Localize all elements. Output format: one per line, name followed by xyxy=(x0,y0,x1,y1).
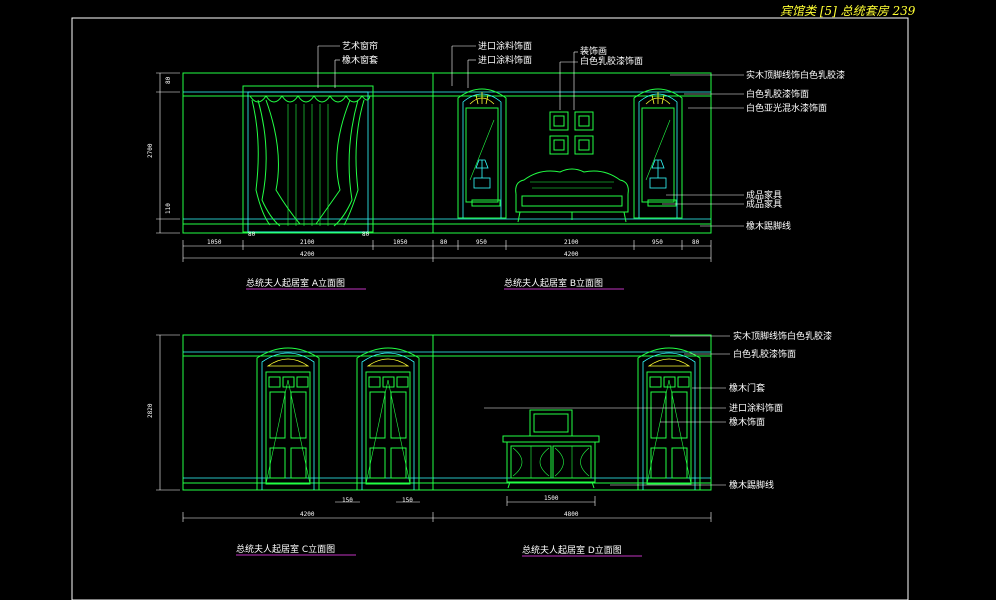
elevation-d: 1500 4800 实木顶脚线饰白色乳胶漆 白色乳胶漆饰面 橡木门套 进口涂料饰… xyxy=(432,330,832,557)
title-elevation-c: 总统夫人起居室 C立面图 xyxy=(236,543,335,555)
dim-a-height: 2700 xyxy=(147,143,154,158)
dim-b-w2: 950 xyxy=(476,239,487,246)
dim-b-total: 4200 xyxy=(564,251,579,258)
elevation-b: 80 950 2100 950 80 4200 进口涂料饰面 进口涂料饰面 装饰… xyxy=(432,40,845,290)
label-door-frame: 橡木门套 xyxy=(729,382,765,394)
drawing-frame xyxy=(71,17,909,600)
label-art-curtain: 艺术窗帘 xyxy=(342,40,378,52)
label-white-latex-d: 白色乳胶漆饰面 xyxy=(733,348,796,360)
dim-b-w4: 950 xyxy=(652,239,663,246)
label-white-gloss: 白色亚光混水漆饰面 xyxy=(746,102,827,114)
label-baseboard-d: 橡木踢脚线 xyxy=(729,479,774,491)
dim-d-total: 4800 xyxy=(564,511,579,518)
dim-a-w1: 1050 xyxy=(207,239,222,246)
dim-a-w4: 80 xyxy=(248,231,256,238)
dim-c-door2: 150 xyxy=(402,497,413,504)
title-elevation-a: 总统夫人起居室 A立面图 xyxy=(246,277,345,289)
dim-a-base: 110 xyxy=(165,203,172,214)
title-elevation-b: 总统夫人起居室 B立面图 xyxy=(504,277,603,289)
label-top-molding-b: 实木顶脚线饰白色乳胶漆 xyxy=(746,69,845,81)
label-white-latex-b: 白色乳胶漆饰面 xyxy=(746,88,809,100)
label-decoration: 装饰画 xyxy=(580,45,607,57)
dim-b-w3: 2100 xyxy=(564,239,579,246)
label-furniture-2: 成品家具 xyxy=(746,198,782,210)
dim-c-height: 2820 xyxy=(147,403,154,418)
dim-a-total: 4200 xyxy=(300,251,315,258)
label-wood-curtain-box: 橡木窗套 xyxy=(342,54,378,66)
label-imported-paint-d: 进口涂料饰面 xyxy=(729,402,783,414)
dim-a-w2: 2100 xyxy=(300,239,315,246)
label-white-latex: 白色乳胶漆饰面 xyxy=(580,55,643,67)
label-furniture-1: 成品家具 xyxy=(746,189,782,201)
dim-a-w5: 80 xyxy=(362,231,370,238)
title-elevation-d: 总统夫人起居室 D立面图 xyxy=(522,544,622,556)
dim-a-w3: 1050 xyxy=(393,239,408,246)
dim-d-cabinet: 1500 xyxy=(544,495,559,502)
dim-a-top: 80 xyxy=(165,76,172,84)
label-imported-paint-1: 进口涂料饰面 xyxy=(478,40,532,52)
elevation-a: 80 2700 110 1050 80 2100 80 1050 4200 艺术… xyxy=(147,40,434,290)
label-baseboard-b: 橡木踢脚线 xyxy=(746,220,791,232)
label-wood-finish: 橡木饰面 xyxy=(729,416,765,428)
sheet-title: 宾馆类 [5] 总统套房 239 xyxy=(780,4,916,18)
label-imported-paint-2: 进口涂料饰面 xyxy=(478,54,532,66)
dim-c-total: 4200 xyxy=(300,511,315,518)
dim-b-w5: 80 xyxy=(692,239,700,246)
elevation-c: 2820 150 150 4200 总统夫人起居室 C立面图 xyxy=(147,334,434,556)
label-top-molding-d: 实木顶脚线饰白色乳胶漆 xyxy=(733,330,832,342)
dim-c-door1: 150 xyxy=(342,497,353,504)
dim-b-w1: 80 xyxy=(440,239,448,246)
